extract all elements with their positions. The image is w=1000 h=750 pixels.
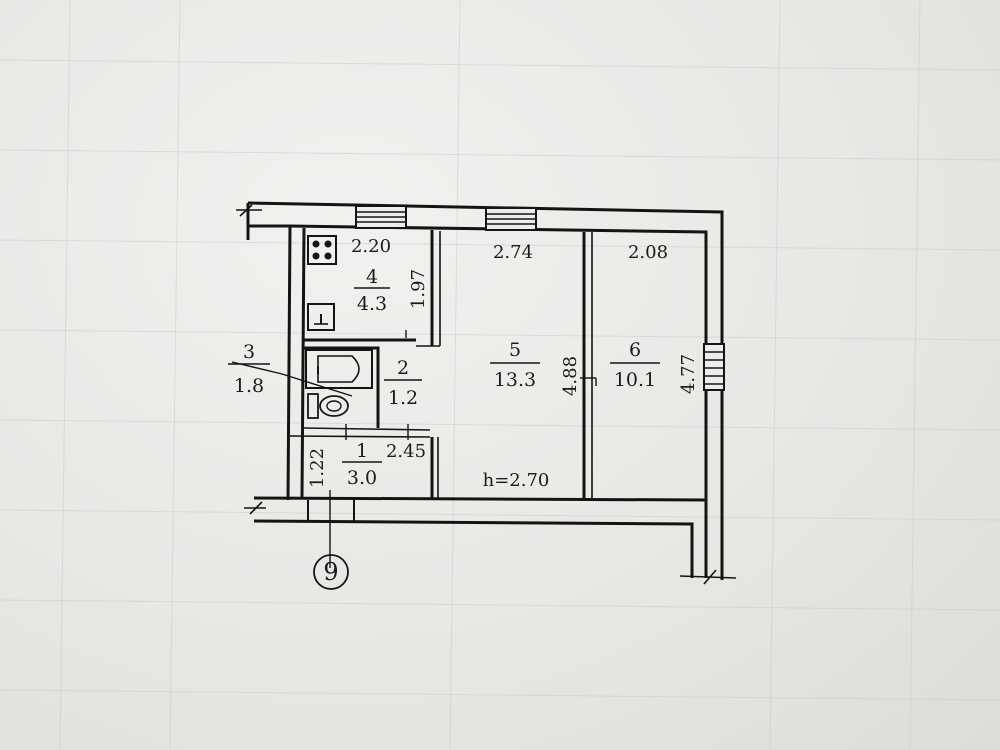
room-labels: 4 4.3 3 1.8 2 1.2 1 3.0 5 13.3 6 10.1	[234, 266, 656, 489]
axis-marker: 9	[313, 554, 349, 590]
room5-depth-label: 4.88	[560, 356, 581, 396]
room-5-area: 13.3	[494, 369, 536, 391]
room-4-number: 4	[366, 266, 378, 288]
kitchen-depth-label: 1.97	[408, 269, 429, 309]
room-6-area: 10.1	[614, 369, 656, 391]
fraction-bars	[228, 287, 660, 463]
room3-leader-line	[231, 361, 353, 397]
room-2-area: 1.2	[388, 387, 418, 409]
kitchen-sink-icon	[307, 303, 335, 331]
fixtures	[231, 235, 597, 440]
room-5-number: 5	[509, 339, 521, 361]
windows	[355, 205, 725, 391]
kitchen-width-label: 2.20	[351, 236, 391, 257]
bathtub-icon	[305, 349, 373, 389]
room6-width-label: 2.08	[628, 242, 668, 263]
dimension-labels: 2.20 1.97 2.74 4.88 2.08 4.77 2.45 1.22 …	[307, 236, 699, 491]
axis-marker-number: 9	[323, 558, 338, 586]
room-6-number: 6	[629, 339, 641, 361]
room-3-number: 3	[243, 341, 255, 363]
room-1-area: 3.0	[347, 467, 377, 489]
toilet-icon	[307, 393, 349, 419]
room6-depth-label: 4.77	[678, 354, 699, 394]
interior-partitions	[289, 230, 593, 568]
room5-width-label: 2.74	[493, 242, 533, 263]
room-1-number: 1	[356, 440, 368, 462]
room-2-number: 2	[397, 357, 409, 379]
hall-width-label: 2.45	[386, 441, 426, 462]
room-4-area: 4.3	[357, 293, 387, 315]
stove-icon	[307, 235, 337, 265]
ceiling-height-label: h=2.70	[483, 470, 550, 491]
hall-depth-label: 1.22	[307, 448, 328, 488]
room-3-area: 1.8	[234, 375, 264, 397]
